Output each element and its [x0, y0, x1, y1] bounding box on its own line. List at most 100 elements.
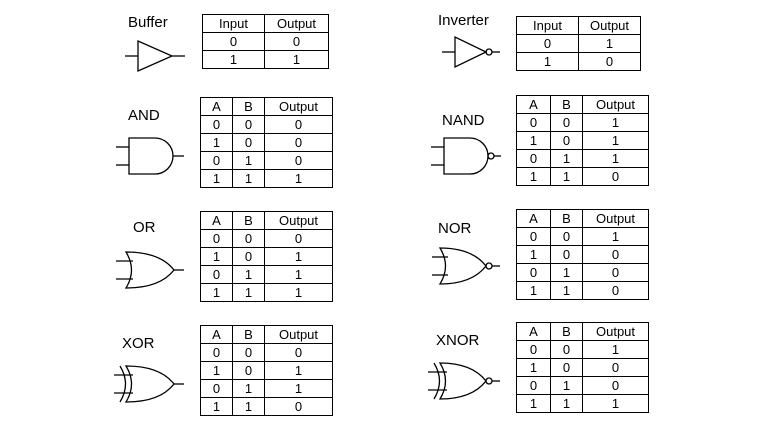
table-cell: 1	[550, 394, 583, 413]
table-cell: 1	[264, 169, 333, 188]
table-cell: 0	[550, 245, 583, 264]
table-cell: 1	[578, 34, 641, 53]
table-row: 0 0 0	[200, 343, 333, 362]
table-header-row: A B Output	[200, 325, 333, 344]
table-row: 0 1 0	[516, 376, 649, 395]
table-row: 1 1 1	[200, 169, 333, 188]
or-gate-icon	[116, 251, 184, 289]
table-cell: 1	[516, 358, 551, 377]
inverter-gate-icon	[442, 35, 500, 69]
table-row: 1 1 1	[516, 394, 649, 413]
header-cell: B	[232, 97, 265, 116]
table-row: 1 1 1	[200, 283, 333, 302]
table-cell: 0	[200, 151, 233, 170]
nand-truth-table: A B Output 0 0 1 1 0 1 0 1 1 1 1 0	[516, 95, 649, 186]
table-cell: 1	[232, 151, 265, 170]
table-row: 0 0 0	[200, 229, 333, 248]
nor-gate-icon	[432, 247, 500, 285]
table-cell: 1	[582, 227, 649, 246]
header-cell: B	[550, 95, 583, 114]
nor-label: NOR	[438, 220, 472, 237]
table-cell: 0	[582, 245, 649, 264]
table-cell: 0	[264, 343, 333, 362]
header-cell: Output	[582, 322, 649, 341]
table-cell: 1	[582, 394, 649, 413]
header-cell: Input	[202, 14, 265, 33]
table-cell: 1	[264, 265, 333, 284]
table-header-row: A B Output	[516, 95, 649, 114]
table-cell: 0	[232, 361, 265, 380]
table-cell: 0	[516, 227, 551, 246]
inverter-truth-table: Input Output 0 1 1 0	[516, 16, 641, 71]
table-cell: 1	[232, 379, 265, 398]
table-row: 0 1 1	[200, 265, 333, 284]
table-cell: 0	[582, 376, 649, 395]
buffer-label: Buffer	[128, 14, 168, 31]
table-cell: 0	[264, 32, 329, 51]
table-cell: 1	[264, 247, 333, 266]
table-cell: 0	[232, 247, 265, 266]
table-cell: 0	[232, 115, 265, 134]
table-cell: 1	[516, 245, 551, 264]
table-cell: 1	[232, 169, 265, 188]
and-gate-icon	[116, 137, 184, 175]
table-cell: 1	[550, 167, 583, 186]
table-cell: 0	[200, 379, 233, 398]
table-cell: 1	[200, 397, 233, 416]
table-cell: 0	[550, 358, 583, 377]
table-cell: 1	[200, 361, 233, 380]
header-cell: B	[232, 325, 265, 344]
header-cell: A	[516, 322, 551, 341]
table-row: 1 0 0	[516, 245, 649, 264]
table-cell: 0	[516, 113, 551, 132]
table-cell: 1	[264, 283, 333, 302]
inverter-label: Inverter	[438, 12, 489, 29]
nand-label: NAND	[442, 112, 485, 129]
xnor-truth-table: A B Output 0 0 1 1 0 0 0 1 0 1 1 1	[516, 322, 649, 413]
table-cell: 1	[200, 283, 233, 302]
table-header-row: A B Output	[516, 209, 649, 228]
table-cell: 1	[202, 50, 265, 69]
table-cell: 0	[516, 376, 551, 395]
table-row: 0 1 0	[516, 263, 649, 282]
header-cell: Output	[264, 325, 333, 344]
table-cell: 1	[232, 283, 265, 302]
and-label: AND	[128, 107, 160, 124]
table-cell: 1	[582, 149, 649, 168]
table-row: 0 0 1	[516, 113, 649, 132]
table-cell: 1	[516, 52, 579, 71]
table-cell: 0	[264, 115, 333, 134]
header-cell: B	[232, 211, 265, 230]
table-cell: 1	[550, 376, 583, 395]
header-cell: A	[516, 209, 551, 228]
table-cell: 0	[550, 227, 583, 246]
table-cell: 0	[550, 131, 583, 150]
header-cell: B	[550, 322, 583, 341]
table-row: 1 0 0	[516, 358, 649, 377]
table-cell: 0	[232, 343, 265, 362]
nand-gate-icon	[431, 137, 501, 175]
table-row: 1 0 1	[200, 247, 333, 266]
table-row: 1 1 0	[516, 167, 649, 186]
header-cell: Output	[582, 209, 649, 228]
table-cell: 1	[582, 340, 649, 359]
table-row: 1 0 0	[200, 133, 333, 152]
table-cell: 0	[578, 52, 641, 71]
table-cell: 0	[582, 167, 649, 186]
table-cell: 1	[516, 281, 551, 300]
table-cell: 0	[232, 229, 265, 248]
table-cell: 0	[202, 32, 265, 51]
table-cell: 0	[200, 229, 233, 248]
table-cell: 1	[550, 281, 583, 300]
table-cell: 0	[264, 151, 333, 170]
table-cell: 0	[582, 263, 649, 282]
table-header-row: A B Output	[200, 97, 333, 116]
table-row: 1 1	[202, 50, 329, 69]
table-row: 0 1 1	[516, 149, 649, 168]
table-row: 1 0 1	[516, 131, 649, 150]
table-cell: 1	[550, 263, 583, 282]
nor-truth-table: A B Output 0 0 1 1 0 0 0 1 0 1 1 0	[516, 209, 649, 300]
table-cell: 1	[516, 131, 551, 150]
table-cell: 1	[232, 265, 265, 284]
